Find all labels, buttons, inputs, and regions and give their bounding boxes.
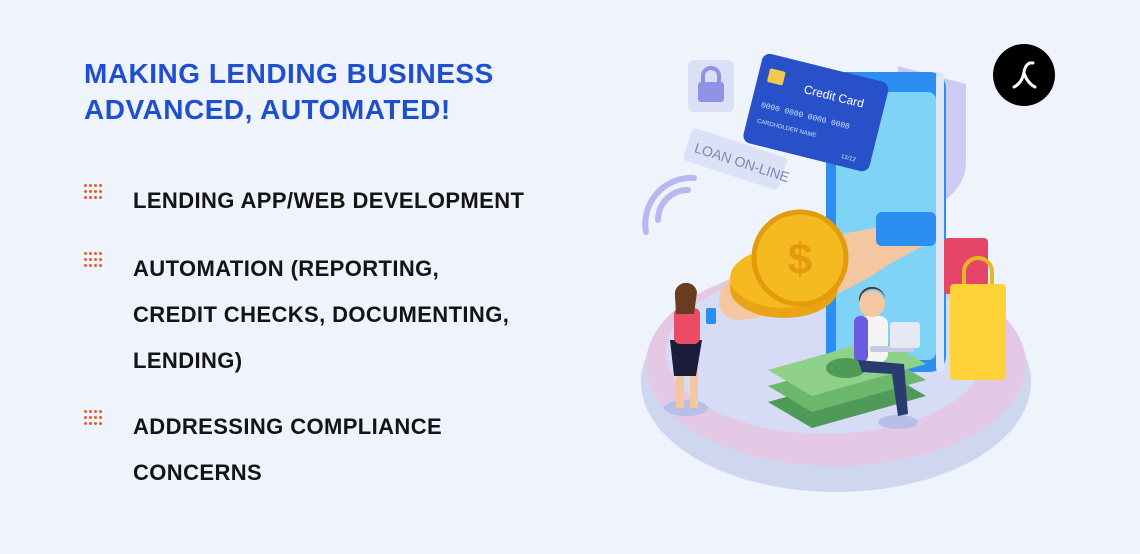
feature-line: LENDING) [133, 348, 243, 373]
logo-glyph [1012, 61, 1037, 89]
online-lending-illustration: LOAN ON-LINE Credit Card 0000 0000 0000 … [641, 53, 1031, 492]
feature-line: AUTOMATION (REPORTING, [133, 256, 440, 281]
woman-with-phone [664, 282, 716, 416]
feature-text: AUTOMATION (REPORTING, CREDIT CHECKS, DO… [133, 246, 509, 384]
man-with-laptop [854, 286, 920, 429]
dot-grid-icon [84, 184, 106, 206]
lock-icon [698, 82, 724, 102]
feature-line: ADDRESSING COMPLIANCE [133, 414, 443, 439]
card-chip [767, 68, 786, 86]
brand-logo-icon [993, 44, 1055, 106]
headline-line-2: ADVANCED, AUTOMATED! [84, 94, 451, 125]
dot-grid-icon [84, 252, 106, 274]
feature-item-app-development: LENDING APP/WEB DEVELOPMENT [84, 178, 524, 224]
dollar-symbol: $ [788, 235, 812, 284]
feature-line: LENDING APP/WEB DEVELOPMENT [133, 188, 525, 213]
coin [751, 209, 849, 307]
feature-text: LENDING APP/WEB DEVELOPMENT [133, 178, 524, 224]
feature-item-automation: AUTOMATION (REPORTING, CREDIT CHECKS, DO… [84, 246, 509, 384]
shopping-bag-yellow [950, 284, 1006, 380]
feature-item-compliance: ADDRESSING COMPLIANCE CONCERNS [84, 404, 442, 496]
headline-line-1: MAKING LENDING BUSINESS [84, 58, 494, 89]
feature-text: ADDRESSING COMPLIANCE CONCERNS [133, 404, 442, 496]
card-expiry: 12/12 [840, 154, 857, 164]
wifi-icon [642, 174, 697, 235]
feature-line: CONCERNS [133, 460, 263, 485]
dot-grid-icon [84, 410, 106, 432]
headline: MAKING LENDING BUSINESS ADVANCED, AUTOMA… [84, 56, 604, 128]
feature-line: CREDIT CHECKS, DOCUMENTING, [133, 302, 510, 327]
